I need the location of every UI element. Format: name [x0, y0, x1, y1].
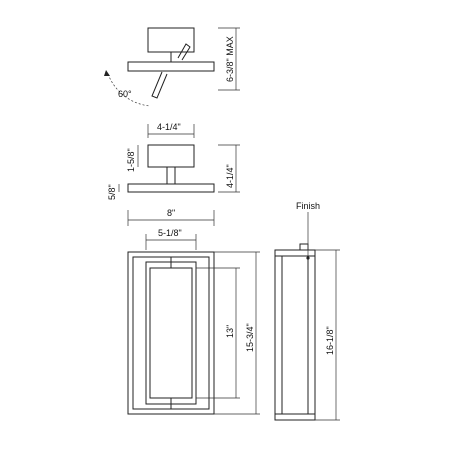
inner-width-label: 5-1/8": [158, 228, 182, 238]
light-panel: [149, 267, 193, 399]
overall-width-group: 8": [127, 208, 215, 226]
outer-frame: [127, 251, 215, 415]
outer-frame-inner-edge: [132, 256, 210, 410]
side-view-mount: 4-1/4" 1-5/8" 5/8" 4-1/4": [107, 122, 240, 200]
mount-height-label: 4-1/4": [225, 164, 235, 188]
plate-thickness-label: 5/8": [107, 184, 117, 200]
finish-label: Finish: [296, 201, 320, 211]
mount-plate: [299, 243, 309, 251]
fixture-plate: [127, 61, 215, 72]
canopy-depth-label: 1-5/8": [126, 148, 136, 172]
canopy-block: [147, 27, 195, 53]
top-view-swivel: 60° 6-3/8" MAX: [104, 27, 240, 107]
arrowhead-icon: [104, 70, 110, 76]
max-height-label: 6-3/8" MAX: [225, 36, 235, 82]
swivel-angle-label: 60°: [118, 89, 132, 99]
canopy-width-label: 4-1/4": [157, 122, 181, 132]
fixture-plate: [127, 183, 215, 193]
inner-height-label: 13": [225, 325, 235, 338]
canopy-block: [147, 144, 195, 168]
leader-dot-icon: [306, 256, 310, 260]
profile-body: [274, 249, 316, 421]
swivel-arm-lower: [151, 71, 168, 99]
inner-frame: [145, 261, 197, 405]
front-view: 5-1/8" 13" 15-3/4": [127, 228, 260, 415]
swivel-arc: [107, 73, 151, 107]
swivel-arm-upper: [177, 43, 191, 61]
side-profile-view: Finish 16-1/8": [274, 201, 340, 421]
frame-height-label: 15-3/4": [245, 323, 255, 352]
overall-width-label: 8": [167, 208, 175, 218]
overall-height-label: 16-1/8": [325, 326, 335, 355]
